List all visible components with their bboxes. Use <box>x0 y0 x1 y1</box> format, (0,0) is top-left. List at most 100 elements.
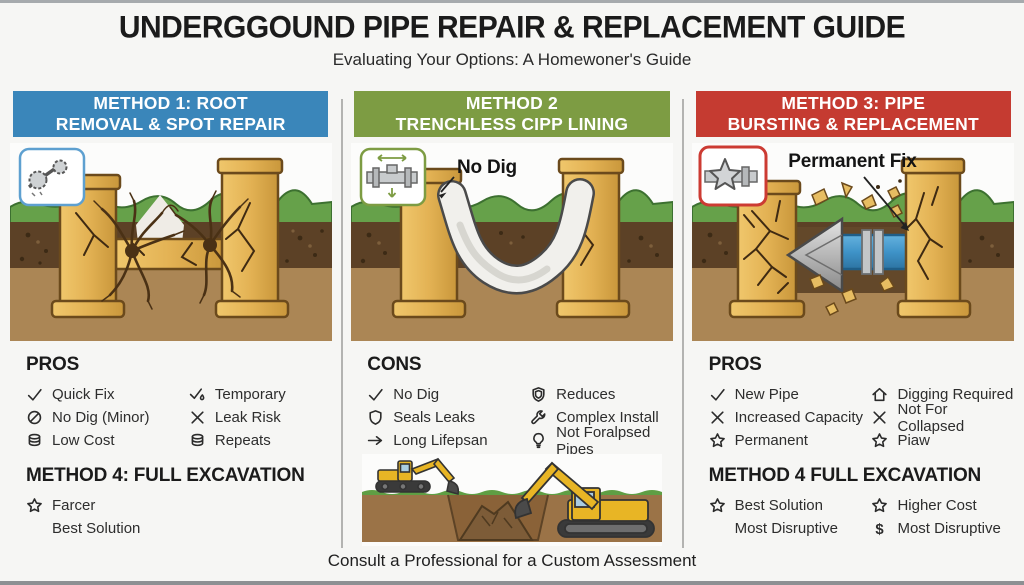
section-title: PROS <box>708 354 762 375</box>
no-dig-icon <box>26 409 45 426</box>
coins-icon <box>26 432 45 449</box>
list-item: Best Solution <box>709 494 872 517</box>
method3-header: METHOD 3: PIPE BURSTING & REPLACEMENT <box>695 91 1011 137</box>
method2-header: METHOD 2 TRENCHLESS CIPP LINING <box>354 91 670 137</box>
no-dig-pointer-line <box>438 176 455 199</box>
item-label: Farcer <box>52 497 96 514</box>
method2-column: METHOD 2 TRENCHLESS CIPP LINING <box>341 89 682 551</box>
list-item: Quick Fix <box>26 383 189 406</box>
item-label: Reduces <box>556 386 616 403</box>
shield-icon <box>367 409 386 426</box>
list-item: Most Disruptive <box>709 517 872 540</box>
cipp-liner <box>436 178 595 295</box>
method2-illustration: No Dig <box>350 143 673 341</box>
pipe-star-callout-box <box>698 145 768 207</box>
item-label: Temporary <box>214 386 286 403</box>
item-label: Most Disruptive <box>734 520 838 537</box>
tree-roots <box>92 190 249 310</box>
pipe-liner-callout-box <box>359 147 427 207</box>
method1-illustration <box>9 143 332 341</box>
item-label: Digging Required <box>897 386 1014 403</box>
no-dig-callout-label: No Dig <box>456 157 517 178</box>
page-title: UNDERGGOUND PIPE REPAIR & REPLACEMENT GU… <box>118 10 906 45</box>
item-label: New Pipe <box>734 386 799 403</box>
house-icon <box>871 386 890 403</box>
item-label: Not Foralpsed Pipes <box>556 423 651 458</box>
check-icon <box>367 386 386 403</box>
item-label: Quick Fix <box>52 386 115 403</box>
item-label: Piaw <box>897 432 930 449</box>
star-icon <box>871 432 890 449</box>
item-label: Permanent <box>734 432 808 449</box>
item-label: Most Disruptive <box>897 520 1001 537</box>
root-cutter-icon <box>27 159 68 197</box>
none-icon <box>26 520 45 537</box>
method3-column: METHOD 3: PIPE BURSTING & REPLACEMENT <box>683 89 1024 551</box>
pipe-liner-icon <box>366 154 418 198</box>
header: UNDERGGOUND PIPE REPAIR & REPLACEMENT GU… <box>0 10 1024 70</box>
list-item: Best Solution <box>26 517 189 540</box>
svg-text:$: $ <box>876 522 885 537</box>
small-excavator <box>375 457 460 496</box>
item-label: Complex Install <box>556 409 659 426</box>
star-icon <box>709 432 728 449</box>
cipp-liner-installation <box>350 143 673 341</box>
item-label: No Dig <box>393 386 440 403</box>
list-item: Repeats <box>189 429 333 452</box>
list-item: $ Most Disruptive <box>871 517 1015 540</box>
check-icon <box>26 386 45 403</box>
item-label: Best Solution <box>734 497 823 514</box>
section-title: METHOD 4 FULL EXCAVATION <box>708 465 982 486</box>
x-icon <box>189 409 208 426</box>
item-label: Leak Risk <box>214 409 281 426</box>
section-title: METHOD 4: FULL EXCAVATION <box>26 465 305 486</box>
root-cutter-callout-box <box>18 147 85 207</box>
star-icon <box>26 497 45 514</box>
list-item: Digging Required <box>871 383 1015 406</box>
arrow-right-icon <box>367 432 386 449</box>
wrench-icon <box>530 409 549 426</box>
item-label: Best Solution <box>52 520 141 537</box>
list-item: Temporary <box>189 383 333 406</box>
column-divider <box>682 99 684 548</box>
none-icon <box>709 520 728 537</box>
item-label: Low Cost <box>52 432 115 449</box>
list-item: Permanent <box>709 429 872 452</box>
method1-header: METHOD 1: ROOT REMOVAL & SPOT REPAIR <box>13 91 329 137</box>
x-icon <box>871 409 890 426</box>
list-item: Reduces <box>530 383 674 406</box>
item-label: Increased Capacity <box>734 409 863 426</box>
list-item: Not For Collapsed <box>871 401 1015 435</box>
bursting-head-cone <box>785 216 844 294</box>
root-intrusion-cracked-pipe <box>9 143 332 341</box>
star-icon <box>871 497 890 514</box>
list-item: Seals Leaks <box>367 406 530 429</box>
list-item: Piaw <box>871 429 1015 452</box>
check-icon <box>709 386 728 403</box>
columns: METHOD 1: ROOT REMOVAL & SPOT REPAIR <box>0 89 1024 551</box>
page-subtitle: Evaluating Your Options: A Homewoner's G… <box>332 49 692 69</box>
item-label: Not For Collapsed <box>897 400 965 435</box>
pipe-star-icon <box>704 158 758 190</box>
coins-icon <box>189 432 208 449</box>
item-label: No Dig (Minor) <box>52 409 150 426</box>
x-icon <box>709 409 728 426</box>
permanent-fix-callout-label: Permanent Fix <box>788 151 917 172</box>
list-item: Not Foralpsed Pipes <box>530 424 674 458</box>
large-excavator <box>514 461 655 538</box>
footer-text: Consult a Professional for a Custom Asse… <box>327 551 697 570</box>
bulb-icon <box>530 432 549 449</box>
list-item: No Dig (Minor) <box>26 406 189 429</box>
list-item: Low Cost <box>26 429 189 452</box>
list-item: Increased Capacity <box>709 406 872 429</box>
check-droplet-icon <box>189 386 208 403</box>
list-item: Leak Risk <box>189 406 333 429</box>
